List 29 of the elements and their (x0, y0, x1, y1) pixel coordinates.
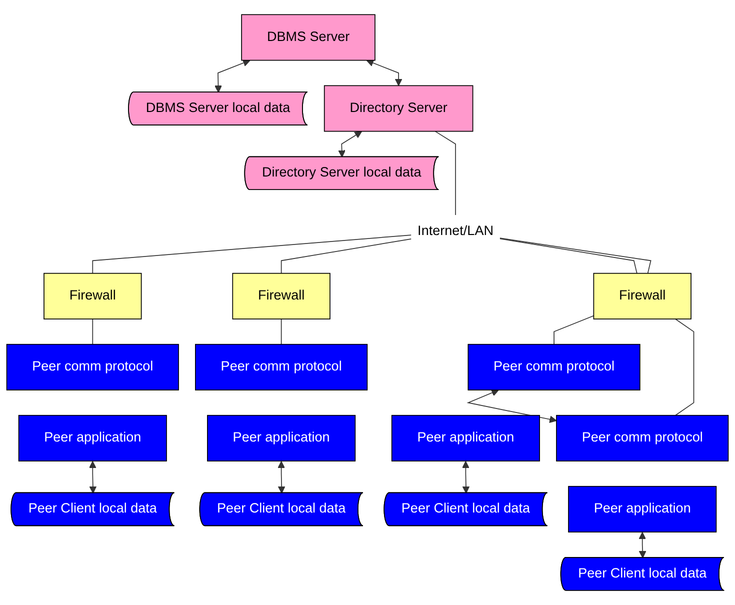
arrow (338, 131, 362, 158)
arrow (466, 389, 557, 423)
connector (92, 318, 94, 345)
arrow (462, 461, 470, 494)
arrow (278, 461, 286, 494)
connector (674, 318, 694, 416)
node-box: Peer comm protocol (6, 344, 179, 390)
connector (280, 318, 282, 345)
arrow (638, 532, 646, 558)
arrow (366, 59, 402, 86)
arrow (88, 461, 97, 494)
node-box: Firewall (593, 272, 692, 320)
node-box: Firewall (232, 272, 330, 320)
node-box: Peer comm protocol (195, 344, 368, 390)
node-box: Peer application (18, 414, 167, 462)
node-box: Peer application (391, 414, 540, 462)
node-text: Internet/LAN (418, 224, 494, 238)
node-box: Peer application (568, 486, 717, 532)
connector (280, 238, 412, 274)
connector (92, 234, 412, 274)
node-box: Peer comm protocol (468, 344, 640, 390)
connector (554, 315, 594, 345)
arrow (214, 59, 250, 93)
node-box: Peer comm protocol (556, 414, 729, 462)
node-box: Directory Server (324, 85, 474, 132)
connector (434, 130, 456, 216)
node-box: Firewall (44, 272, 142, 320)
node-box: DBMS Server (241, 14, 376, 61)
node-box: Peer application (207, 414, 356, 462)
